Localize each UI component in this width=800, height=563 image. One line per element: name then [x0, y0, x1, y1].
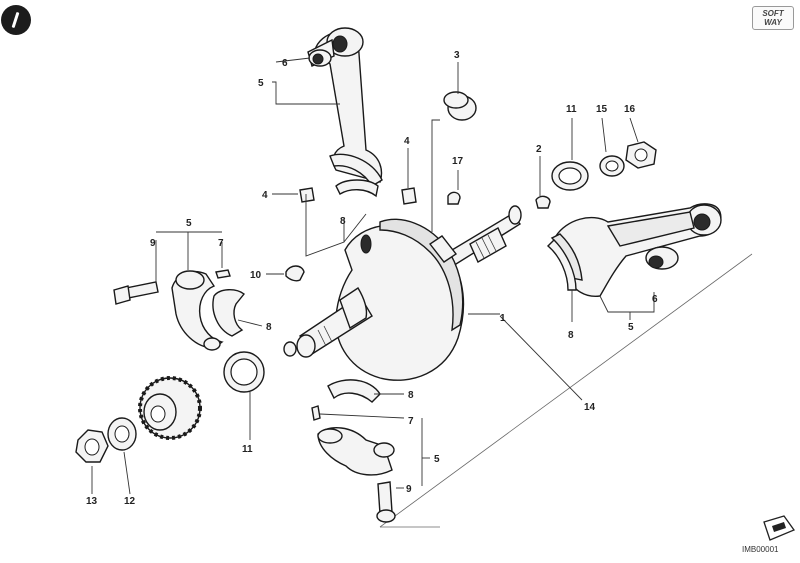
callout-8-upper: 8 — [340, 216, 346, 227]
callout-2: 2 — [536, 144, 542, 155]
callout-10: 10 — [250, 270, 262, 281]
crankshaft — [283, 205, 522, 381]
callout-9-left: 9 — [150, 238, 156, 249]
timing-gear — [138, 376, 202, 440]
callout-7-lower: 7 — [408, 416, 414, 427]
bearing-shell-lower — [327, 379, 381, 403]
bearing-shell-right — [546, 239, 577, 291]
nut-13-hole — [84, 438, 100, 456]
callout-14: 14 — [584, 402, 596, 413]
big-end-cap-lower — [317, 427, 395, 476]
callout-8-lower: 8 — [408, 390, 414, 401]
thrust-washer-left-hole — [230, 358, 258, 386]
callout-8-left: 8 — [266, 322, 272, 333]
pin-2 — [535, 195, 551, 209]
brand-line-2: WAY — [764, 18, 782, 27]
guide-line-lower — [379, 253, 753, 528]
bushing-right-bore — [648, 255, 664, 269]
bearing-shell-upper — [335, 179, 379, 198]
callout-5-left: 5 — [186, 218, 192, 229]
callout-labels: 1 2 3 4 4 5 5 5 5 6 6 7 7 8 8 8 8 9 9 10… — [86, 50, 658, 507]
nut-16-hole — [634, 148, 648, 162]
key-17 — [447, 191, 461, 205]
callout-17: 17 — [452, 156, 464, 167]
callout-4-left: 4 — [262, 190, 268, 201]
callout-16: 16 — [624, 104, 636, 115]
dowel-4-right — [401, 187, 417, 205]
bushing-3-top — [443, 91, 469, 109]
callout-6-upper: 6 — [282, 58, 288, 69]
thrust-washer-upper-hole — [558, 167, 582, 185]
lock-washer-10 — [285, 265, 305, 282]
bolt-9-left — [113, 281, 159, 305]
washer-12-hole — [114, 425, 130, 443]
dowel-7-left — [215, 269, 231, 279]
callout-1: 1 — [500, 313, 506, 324]
callout-12: 12 — [124, 496, 136, 507]
callout-11-left: 11 — [242, 444, 253, 455]
image-code: IMB00001 — [742, 545, 779, 554]
dowel-4-left — [299, 187, 315, 203]
bolt-9-lower — [376, 481, 396, 523]
callout-6-right: 6 — [652, 294, 658, 305]
brand-logo: SOFT WAY — [752, 6, 794, 30]
callout-9-lower: 9 — [406, 484, 412, 495]
brand-line-1: SOFT — [762, 9, 784, 18]
callout-4-upper: 4 — [404, 136, 410, 147]
callout-8-right: 8 — [568, 330, 574, 341]
next-arrow-icon[interactable] — [763, 515, 796, 541]
callout-11-upper: 11 — [566, 104, 577, 115]
connecting-rod-right — [550, 203, 722, 297]
connecting-rod-upper — [307, 27, 383, 187]
big-end-cap-left — [171, 270, 224, 351]
callout-5-upper: 5 — [258, 78, 264, 89]
leader-lines — [91, 57, 655, 495]
dowel-7-lower — [311, 405, 321, 421]
washer-15-hole — [605, 160, 619, 172]
callout-15: 15 — [596, 104, 608, 115]
callout-5-right: 5 — [628, 322, 634, 333]
corner-badge-icon — [1, 5, 31, 35]
callout-7-left: 7 — [218, 238, 224, 249]
callout-5-lower: 5 — [434, 454, 440, 465]
callout-3: 3 — [454, 50, 460, 61]
bearing-shell-left — [212, 289, 245, 337]
callout-13: 13 — [86, 496, 98, 507]
